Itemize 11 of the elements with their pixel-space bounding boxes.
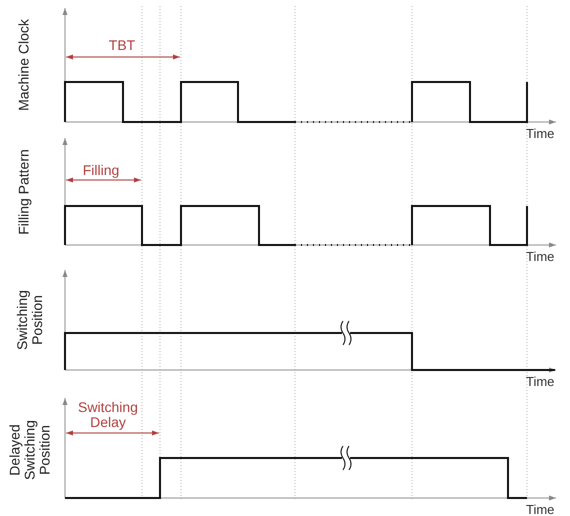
- dimension-label: TBT: [108, 38, 136, 53]
- axis-label: Time: [526, 249, 554, 264]
- dimension-label: Switching Delay: [77, 400, 139, 430]
- axis-label: Time: [526, 126, 554, 141]
- axis-label: Machine Clock: [16, 18, 32, 113]
- axis-label: Switching Position: [15, 289, 45, 352]
- dimension-label: Filling: [82, 163, 120, 178]
- axis-label: Filling Pattern: [16, 148, 32, 237]
- axis-label: Delayed Switching Position: [8, 419, 52, 482]
- axis-label: Time: [526, 502, 554, 516]
- axis-label: Time: [526, 374, 554, 389]
